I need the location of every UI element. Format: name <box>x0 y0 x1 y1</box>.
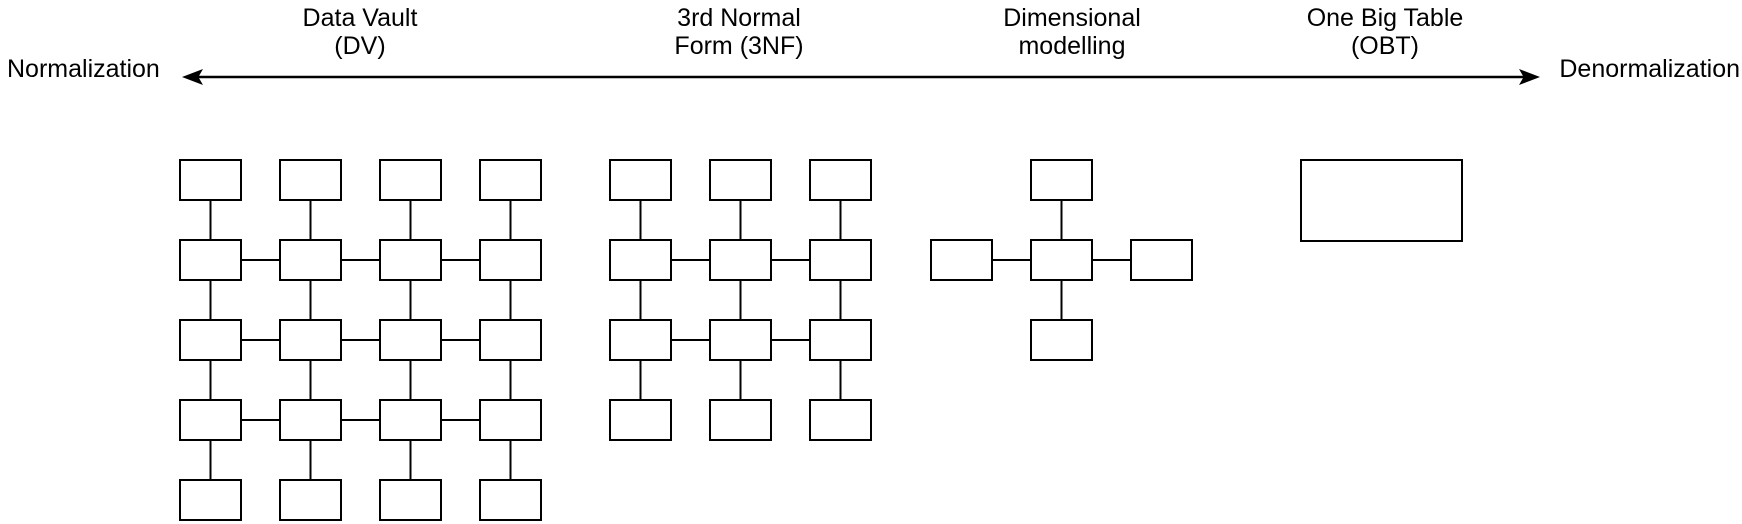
table-box <box>1300 159 1463 242</box>
axis-label-denormalization: Denormalization <box>1559 55 1740 83</box>
table-box <box>479 239 542 281</box>
table-box <box>379 159 442 201</box>
table-box <box>379 399 442 441</box>
arrowhead-left-icon <box>182 69 203 85</box>
table-box <box>609 159 672 201</box>
approach-title-line1: Dimensional <box>1003 4 1141 32</box>
schema-dimensional-star <box>930 159 1193 361</box>
table-box <box>809 319 872 361</box>
approach-title-line2: modelling <box>1018 32 1126 60</box>
table-box <box>809 399 872 441</box>
table-box <box>279 479 342 521</box>
table-box <box>609 319 672 361</box>
axis-label-normalization: Normalization <box>7 55 160 83</box>
schema-data-vault <box>179 159 542 521</box>
table-box <box>279 239 342 281</box>
table-box <box>379 319 442 361</box>
table-box <box>179 159 242 201</box>
approach-label-data-vault: Data Vault (DV) <box>303 4 418 60</box>
table-box <box>179 319 242 361</box>
table-box <box>479 399 542 441</box>
table-box <box>709 399 772 441</box>
table-box <box>709 319 772 361</box>
approach-label-dimensional: Dimensional modelling <box>1003 4 1141 60</box>
table-box <box>379 479 442 521</box>
arrowhead-right-icon <box>1519 69 1540 85</box>
normalization-axis-arrow <box>182 69 1540 85</box>
table-box <box>179 399 242 441</box>
approach-title-line2: Form (3NF) <box>674 32 804 60</box>
table-box <box>279 319 342 361</box>
table-box <box>609 239 672 281</box>
table-box <box>809 159 872 201</box>
table-box <box>809 239 872 281</box>
schema-one-big-table <box>1300 159 1463 242</box>
table-box <box>279 399 342 441</box>
table-box <box>479 479 542 521</box>
table-box <box>479 319 542 361</box>
schema-third-normal-form <box>609 159 872 441</box>
table-box <box>709 159 772 201</box>
table-box <box>1030 239 1093 281</box>
approach-title-line1: 3rd Normal <box>677 4 801 32</box>
table-box <box>1030 159 1093 201</box>
approach-label-3nf: 3rd Normal Form (3NF) <box>674 4 803 60</box>
table-box <box>379 239 442 281</box>
table-box <box>609 399 672 441</box>
table-box <box>479 159 542 201</box>
approach-title-line1: Data Vault <box>302 4 418 32</box>
table-box <box>930 239 993 281</box>
table-box <box>279 159 342 201</box>
table-box <box>179 479 242 521</box>
approach-title-line1: One Big Table <box>1306 4 1464 32</box>
table-box <box>709 239 772 281</box>
approach-label-obt: One Big Table (OBT) <box>1307 4 1464 60</box>
approach-title-line2: (OBT) <box>1350 32 1420 60</box>
table-box <box>1130 239 1193 281</box>
table-box <box>1030 319 1093 361</box>
table-box <box>179 239 242 281</box>
approach-title-line2: (DV) <box>334 32 386 60</box>
